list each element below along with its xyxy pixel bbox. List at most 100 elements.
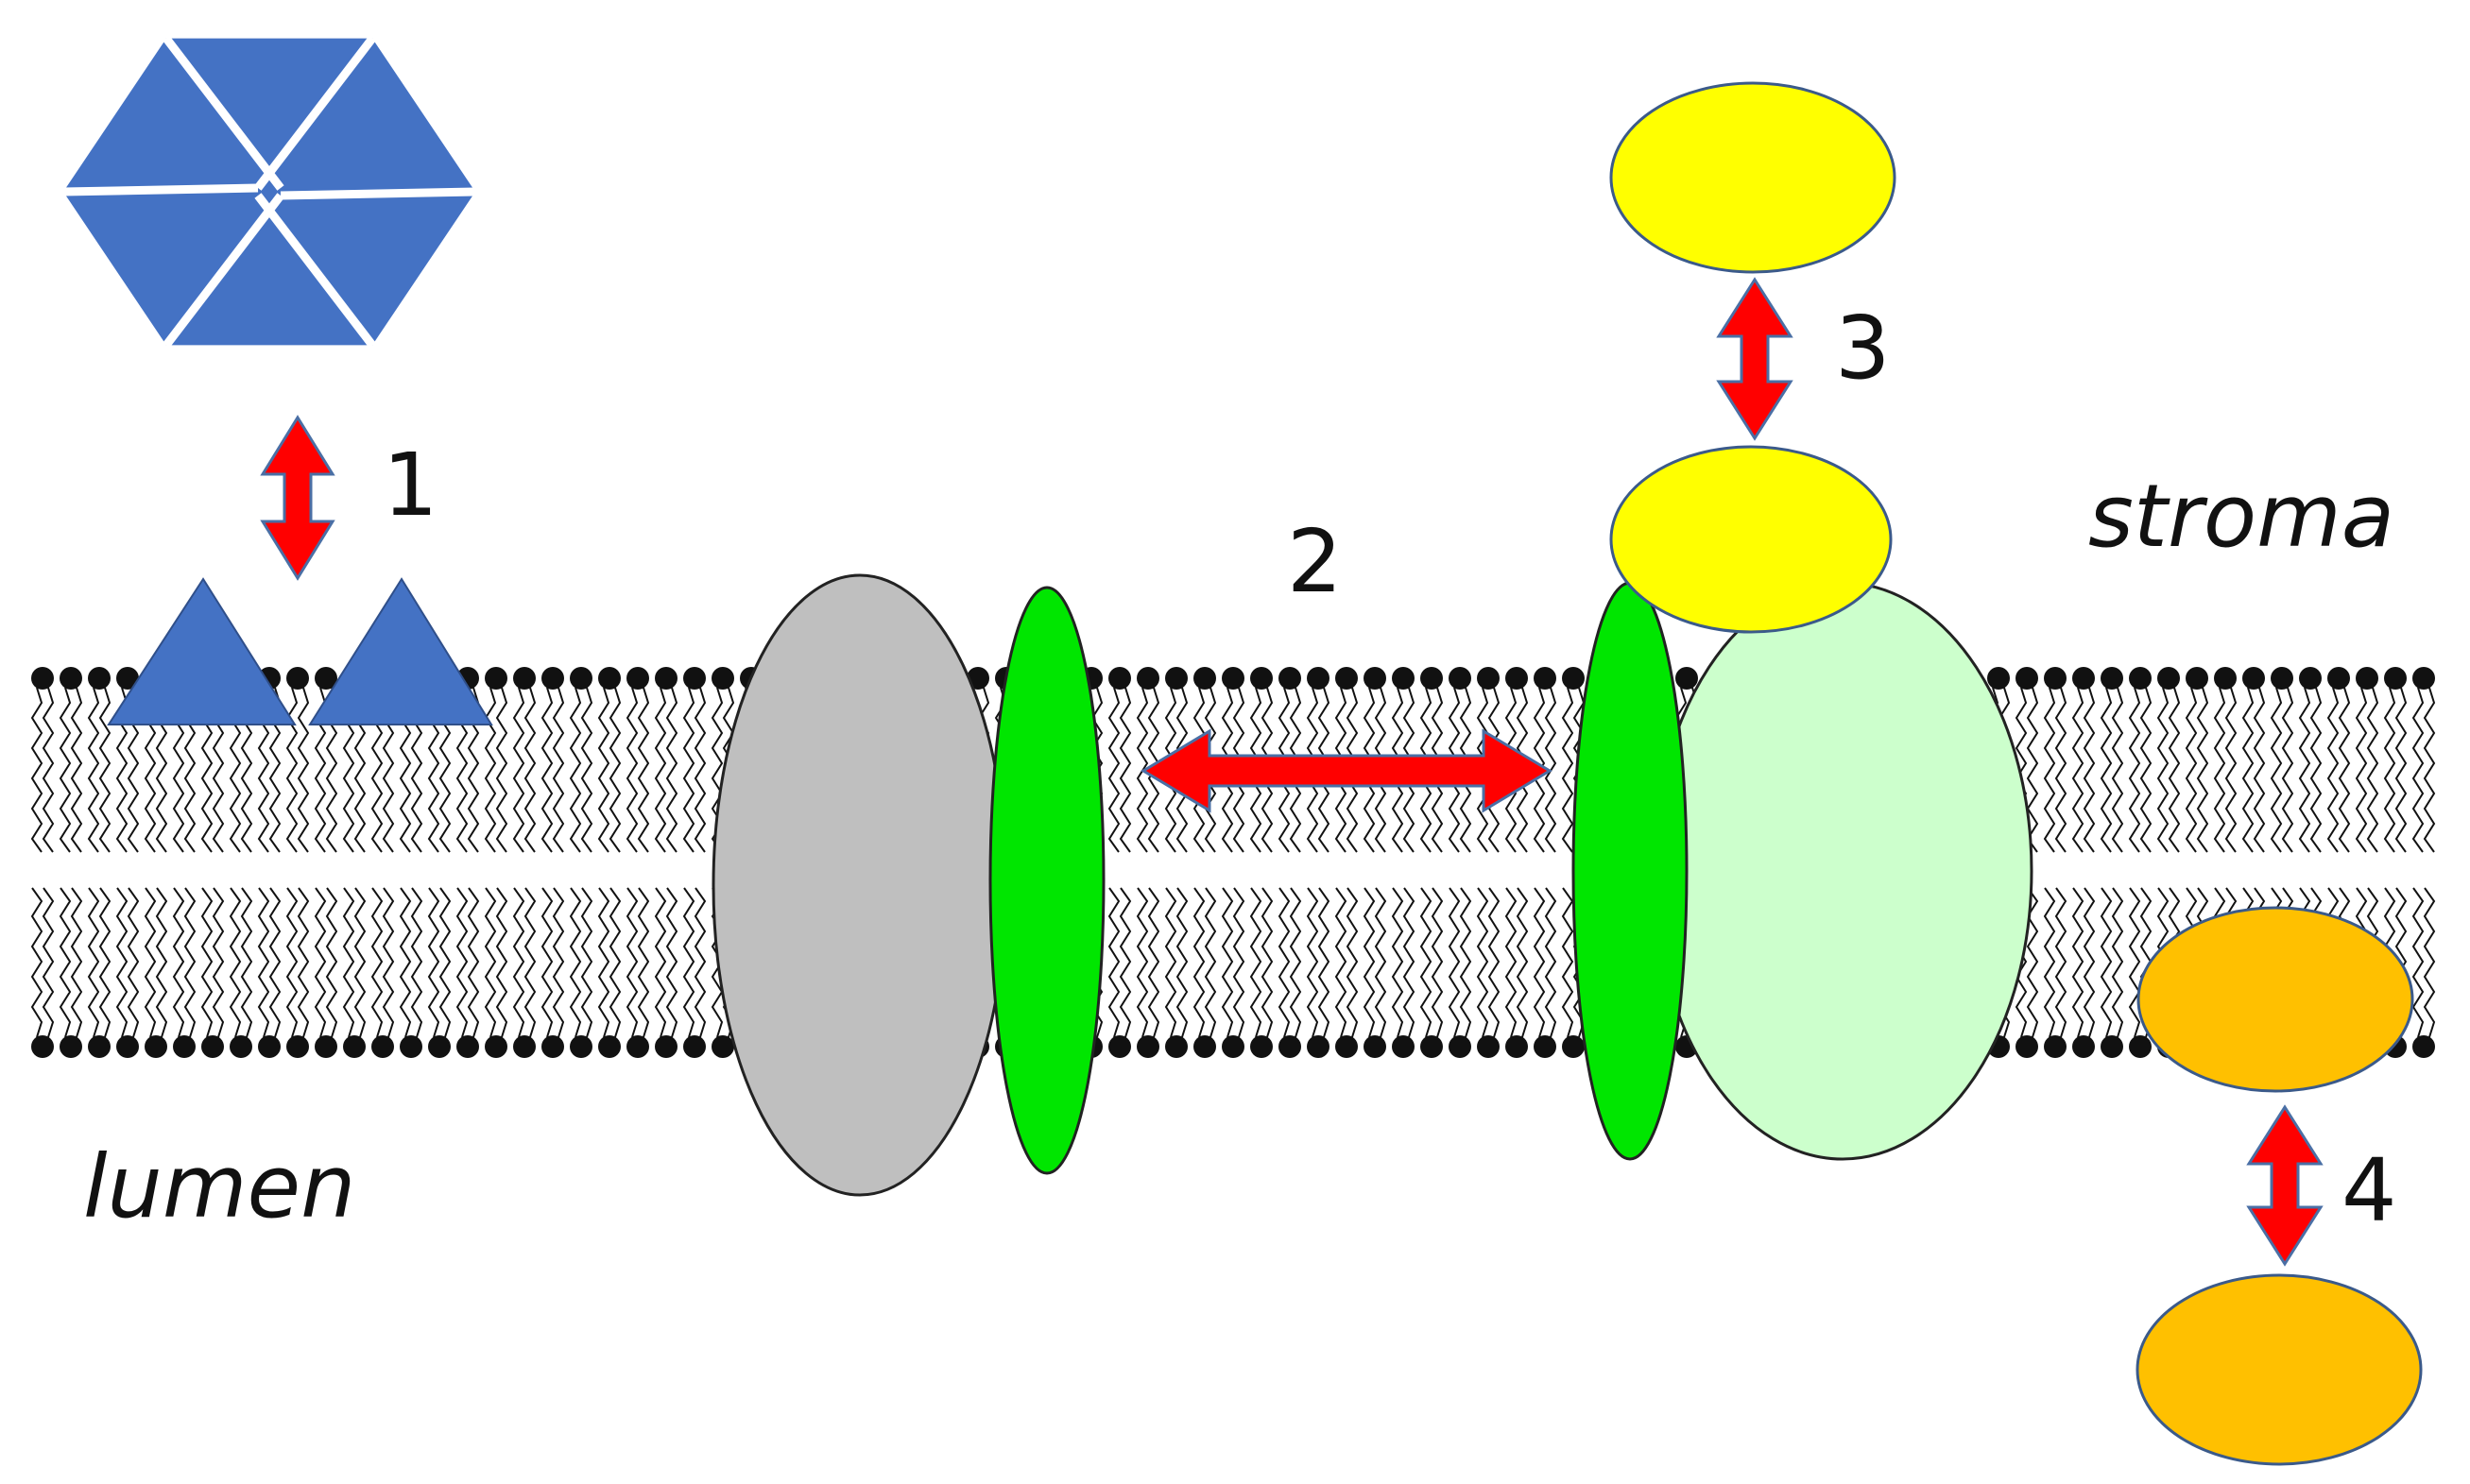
pale-green-complex xyxy=(1652,581,2033,1161)
green-subunit-right xyxy=(1571,581,1689,1161)
lipid-head-upper xyxy=(2242,667,2265,690)
lipid-head-lower xyxy=(1505,1035,1528,1058)
lipid-head-upper xyxy=(626,667,649,690)
arrow-step-4 xyxy=(2246,1104,2324,1267)
lipid-head-lower xyxy=(1449,1035,1471,1058)
monomer-triangle-left xyxy=(107,577,297,725)
lipid-head-upper xyxy=(2356,667,2378,690)
lipid-head-lower xyxy=(145,1035,167,1058)
lipid-head-upper xyxy=(2101,667,2123,690)
lipid-head-lower xyxy=(1392,1035,1415,1058)
lipid-head-upper xyxy=(2412,667,2435,690)
lipid-head-upper xyxy=(485,667,507,690)
step-4-label: 4 xyxy=(2341,1140,2397,1241)
lipid-head-lower xyxy=(286,1035,309,1058)
lipid-head-upper xyxy=(598,667,621,690)
lipid-head-lower xyxy=(1335,1035,1358,1058)
lipid-head-upper xyxy=(1449,667,1471,690)
hexamer-gap xyxy=(163,193,284,349)
lipid-head-upper xyxy=(541,667,564,690)
lipid-head-lower xyxy=(1420,1035,1443,1058)
lipid-head-upper xyxy=(1335,667,1358,690)
lipid-head-upper xyxy=(2072,667,2095,690)
hexamer-body xyxy=(63,38,475,346)
lipid-head-upper xyxy=(286,667,309,690)
lipid-head-upper xyxy=(1108,667,1131,690)
lipid-head-lower xyxy=(1193,1035,1216,1058)
lipid-head-upper xyxy=(2299,667,2322,690)
stroma-label: stroma xyxy=(2088,466,2394,567)
arrow-step-2 xyxy=(1141,728,1552,813)
lipid-head-lower xyxy=(2412,1035,2435,1058)
lipid-head-upper xyxy=(31,667,54,690)
lipid-head-lower xyxy=(173,1035,196,1058)
lipid-head-lower xyxy=(683,1035,706,1058)
hexamer-gap xyxy=(280,187,476,200)
lipid-head-upper xyxy=(315,667,337,690)
lipid-head-upper xyxy=(712,667,734,690)
lipid-head-lower xyxy=(1534,1035,1556,1058)
lipid-head-lower xyxy=(31,1035,54,1058)
lipid-head-upper xyxy=(1193,667,1216,690)
lipid-head-upper xyxy=(2384,667,2407,690)
lipid-head-lower xyxy=(541,1035,564,1058)
lipid-head-upper xyxy=(1505,667,1528,690)
lipid-head-upper xyxy=(683,667,706,690)
lipid-head-lower xyxy=(1108,1035,1131,1058)
lipid-head-upper xyxy=(1987,667,2010,690)
lipid-head-lower xyxy=(1278,1035,1301,1058)
lipid-head-upper xyxy=(116,667,139,690)
lipid-head-upper xyxy=(1675,667,1698,690)
lipid-head-upper xyxy=(60,667,82,690)
lipid-head-lower xyxy=(230,1035,252,1058)
lipid-head-lower xyxy=(116,1035,139,1058)
lipid-head-upper xyxy=(1250,667,1273,690)
arrow-step-1 xyxy=(260,415,335,581)
lipid-head-upper xyxy=(655,667,678,690)
lipid-head-upper xyxy=(1420,667,1443,690)
lipid-head-lower xyxy=(1307,1035,1329,1058)
lipid-head-upper xyxy=(2129,667,2152,690)
hexamer-gap xyxy=(163,35,284,191)
lipid-tails xyxy=(30,687,2436,1038)
lipid-bilayer xyxy=(30,667,2436,1058)
hexamer-gap xyxy=(254,35,376,191)
lipid-head-upper xyxy=(1562,667,1585,690)
lipid-head-lower xyxy=(1250,1035,1273,1058)
lipid-head-lower xyxy=(1364,1035,1386,1058)
gray-complex xyxy=(712,573,1008,1197)
lipid-head-lower xyxy=(1477,1035,1500,1058)
lipid-head-lower xyxy=(60,1035,82,1058)
lipid-head-upper xyxy=(1364,667,1386,690)
lipid-head-upper xyxy=(2186,667,2208,690)
lipid-head-upper xyxy=(1477,667,1500,690)
yellow-subunit-bound xyxy=(1609,445,1893,634)
monomer-triangle-right xyxy=(308,577,493,725)
lipid-head-lower xyxy=(2072,1035,2095,1058)
lipid-head-lower xyxy=(2101,1035,2123,1058)
yellow-subunit-free xyxy=(1609,81,1896,274)
lipid-head-upper xyxy=(2157,667,2180,690)
lipid-head-lower xyxy=(2015,1035,2038,1058)
lipid-head-upper xyxy=(1534,667,1556,690)
lipid-head-lower xyxy=(626,1035,649,1058)
lipid-head-lower xyxy=(598,1035,621,1058)
lipid-head-upper xyxy=(2327,667,2350,690)
lipid-head-upper xyxy=(1165,667,1188,690)
lipid-head-lower xyxy=(513,1035,536,1058)
lipid-head-upper xyxy=(1392,667,1415,690)
green-subunit-left xyxy=(988,586,1106,1175)
lipid-head-lower xyxy=(371,1035,394,1058)
lipid-head-lower xyxy=(400,1035,422,1058)
step-2-label: 2 xyxy=(1287,511,1343,612)
lipid-head-lower xyxy=(2044,1035,2067,1058)
lipid-head-upper xyxy=(2214,667,2237,690)
lipid-head-lower xyxy=(456,1035,479,1058)
lipid-head-lower xyxy=(1137,1035,1159,1058)
hexamer-gap xyxy=(254,193,376,349)
lipid-head-lower xyxy=(2129,1035,2152,1058)
step-3-label: 3 xyxy=(1835,298,1891,399)
lipid-head-lower xyxy=(712,1035,734,1058)
lipid-head-upper xyxy=(1307,667,1329,690)
